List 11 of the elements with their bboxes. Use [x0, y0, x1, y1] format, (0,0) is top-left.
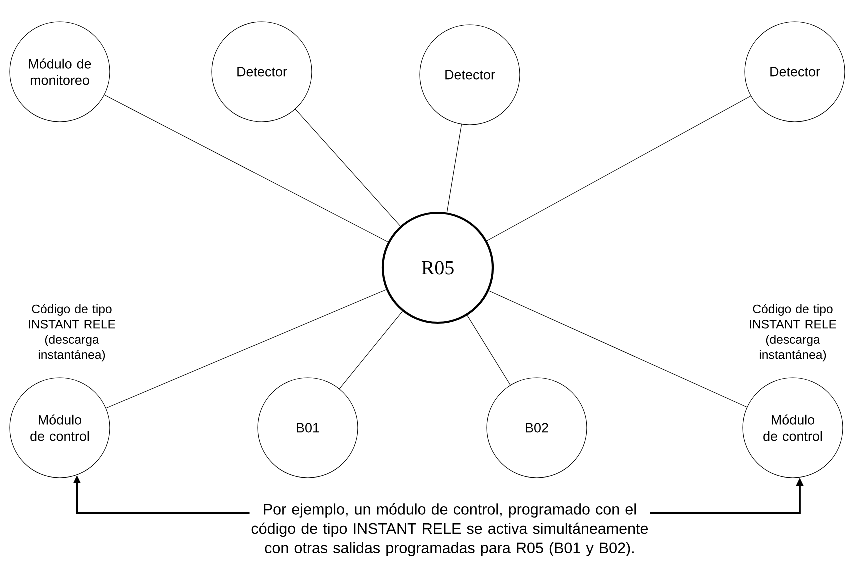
- connector-line: [295, 109, 401, 227]
- connector-line: [339, 311, 403, 390]
- connector-line: [106, 290, 387, 409]
- connector-line: [467, 315, 511, 386]
- connector-line: [446, 124, 462, 213]
- connector-line: [488, 290, 748, 408]
- note-text: Por ejemplo, un módulo de control, programado con el código de tipo INSTANT RELE se activa simultáneamente con otras salidas programadas para R05 (B01 y B02).: [252, 504, 648, 557]
- type-caption: Código de tipo INSTANT RELE (descarga instantánea): [750, 304, 836, 362]
- connector-line: [486, 96, 752, 242]
- type-caption: Código de tipo INSTANT RELE (descarga instantánea): [29, 304, 116, 362]
- connector-line: [104, 94, 389, 242]
